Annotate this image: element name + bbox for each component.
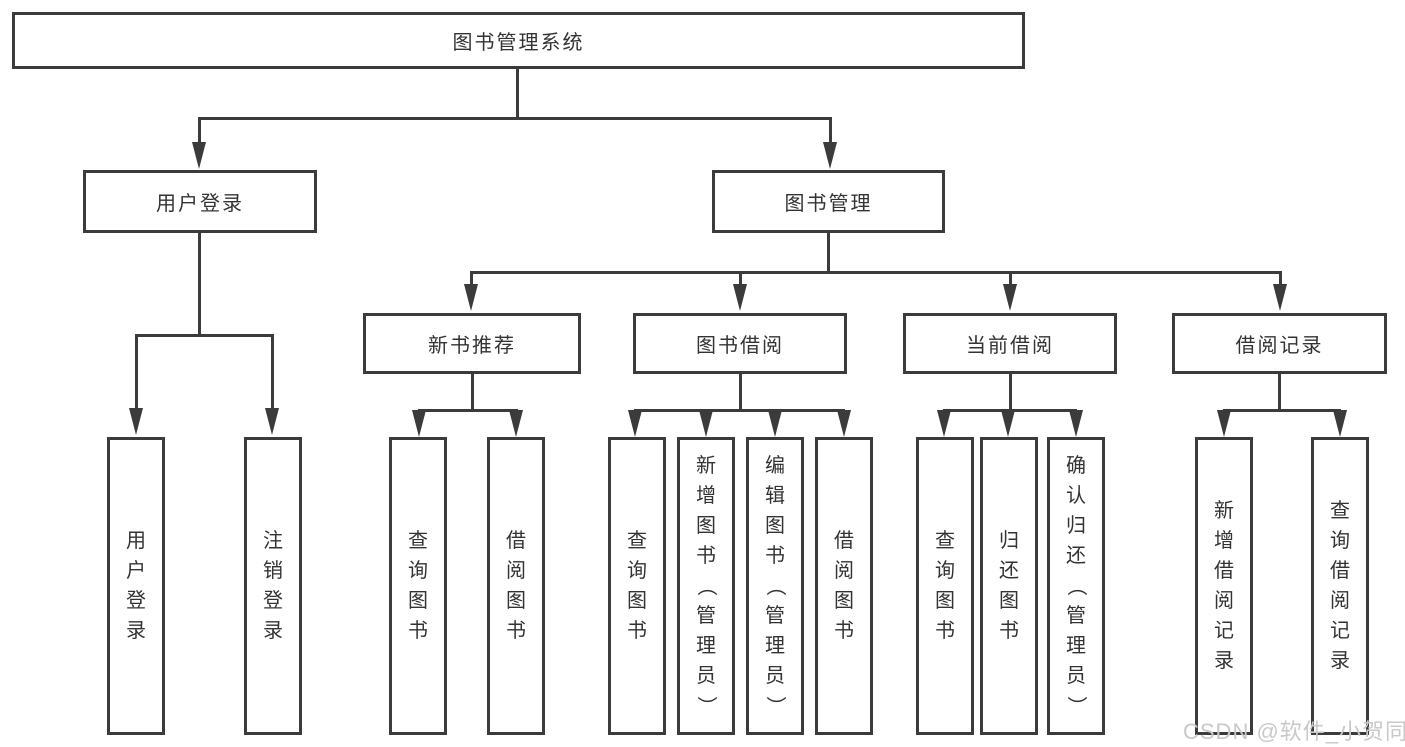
node-user-login: 用户登录 [83, 170, 317, 233]
connector-records-stub [1278, 374, 1281, 411]
connector-borrowing-stub [739, 374, 742, 411]
connector-root-stub [516, 69, 519, 118]
connector-recommend-stub [471, 374, 474, 411]
leaf-query-borrow-record: 查询借阅记录 [1311, 437, 1369, 735]
connector-current-stub [1009, 374, 1012, 411]
node-root-label: 图书管理系统 [452, 32, 585, 54]
node-user-login-label: 用户登录 [156, 193, 244, 215]
leaf-borrow-books-borrowing-label: 借阅图书 [834, 530, 854, 642]
leaf-query-books-borrowing: 查询图书 [608, 437, 666, 735]
node-root: 图书管理系统 [12, 12, 1025, 69]
leaf-return-books: 归还图书 [980, 437, 1038, 735]
arrowhead-down-icon [192, 142, 206, 169]
leaf-borrow-books-recommend: 借阅图书 [487, 437, 545, 735]
connector-level3-rail [470, 271, 1282, 274]
node-borrowing-records: 借阅记录 [1172, 313, 1387, 374]
arrowhead-down-icon [1003, 284, 1017, 311]
leaf-add-borrow-record-label: 新增借阅记录 [1214, 500, 1234, 672]
connector-borrowing-rail [634, 409, 845, 412]
arrowhead-down-icon [129, 408, 143, 435]
leaf-logout: 注销登录 [244, 437, 302, 735]
node-book-borrowing: 图书借阅 [633, 313, 847, 374]
leaf-borrow-books-borrowing: 借阅图书 [815, 437, 873, 735]
node-current-borrowing: 当前借阅 [903, 313, 1117, 374]
leaf-edit-book-admin: 编辑图书（管理员） [746, 437, 804, 735]
leaf-add-book-admin-label: 新增图书（管理员） [695, 455, 717, 716]
node-current-borrowing-label: 当前借阅 [966, 335, 1054, 357]
node-borrowing-records-label: 借阅记录 [1235, 335, 1324, 357]
leaf-query-books-recommend: 查询图书 [389, 437, 447, 735]
connector-records-rail [1223, 409, 1341, 412]
arrowhead-down-icon [412, 410, 426, 437]
connector-drop-node [739, 271, 742, 285]
connector-drop-node [1279, 271, 1282, 285]
leaf-add-borrow-record: 新增借阅记录 [1195, 437, 1253, 735]
node-new-book-recommendation-label: 新书推荐 [428, 335, 516, 357]
leaf-borrow-books-recommend-label: 借阅图书 [506, 530, 526, 642]
connector-drop-user-login [198, 117, 201, 144]
arrowhead-down-icon [768, 410, 782, 437]
leaf-user-login: 用户登录 [107, 437, 165, 735]
node-new-book-recommendation: 新书推荐 [363, 313, 581, 374]
leaf-confirm-return-admin-label: 确认归还（管理员） [1065, 455, 1087, 716]
connector-user-login-stub [198, 233, 201, 336]
leaf-query-borrow-record-label: 查询借阅记录 [1330, 500, 1350, 672]
leaf-query-books-recommend-label: 查询图书 [408, 530, 428, 642]
arrowhead-down-icon [837, 410, 851, 437]
connector-drop-node [470, 271, 473, 285]
arrowhead-down-icon [823, 142, 837, 169]
watermark: CSDN @软件_小贺同学 [1183, 719, 1405, 744]
leaf-query-books-borrowing-label: 查询图书 [627, 530, 647, 642]
arrowhead-down-icon [1001, 410, 1015, 437]
leaf-query-books-current: 查询图书 [916, 437, 974, 735]
arrowhead-down-icon [464, 284, 478, 311]
arrowhead-down-icon [628, 410, 642, 437]
leaf-edit-book-admin-label: 编辑图书（管理员） [764, 455, 786, 716]
connector-level2-rail [198, 117, 832, 120]
connector-drop-leaf [135, 334, 138, 410]
arrowhead-down-icon [1217, 410, 1231, 437]
connector-user-login-rail [135, 334, 274, 337]
arrowhead-down-icon [1069, 410, 1083, 437]
leaf-user-login-label: 用户登录 [126, 530, 146, 642]
connector-book-management-stub [827, 233, 830, 273]
leaf-add-book-admin: 新增图书（管理员） [677, 437, 735, 735]
arrowhead-down-icon [1273, 284, 1287, 311]
connector-recommend-rail [418, 409, 518, 412]
arrowhead-down-icon [509, 410, 523, 437]
connector-drop-node [1009, 271, 1012, 285]
arrowhead-down-icon [265, 408, 279, 435]
node-book-management: 图书管理 [712, 170, 945, 233]
connector-drop-book-management [829, 117, 832, 144]
arrowhead-down-icon [1333, 410, 1347, 437]
leaf-confirm-return-admin: 确认归还（管理员） [1047, 437, 1105, 735]
leaf-query-books-current-label: 查询图书 [935, 530, 955, 642]
node-book-management-label: 图书管理 [784, 193, 873, 215]
node-book-borrowing-label: 图书借阅 [696, 335, 784, 357]
arrowhead-down-icon [733, 284, 747, 311]
leaf-return-books-label: 归还图书 [999, 530, 1019, 642]
connector-drop-leaf [271, 334, 274, 410]
arrowhead-down-icon [937, 410, 951, 437]
arrowhead-down-icon [699, 410, 713, 437]
leaf-logout-label: 注销登录 [263, 530, 283, 642]
